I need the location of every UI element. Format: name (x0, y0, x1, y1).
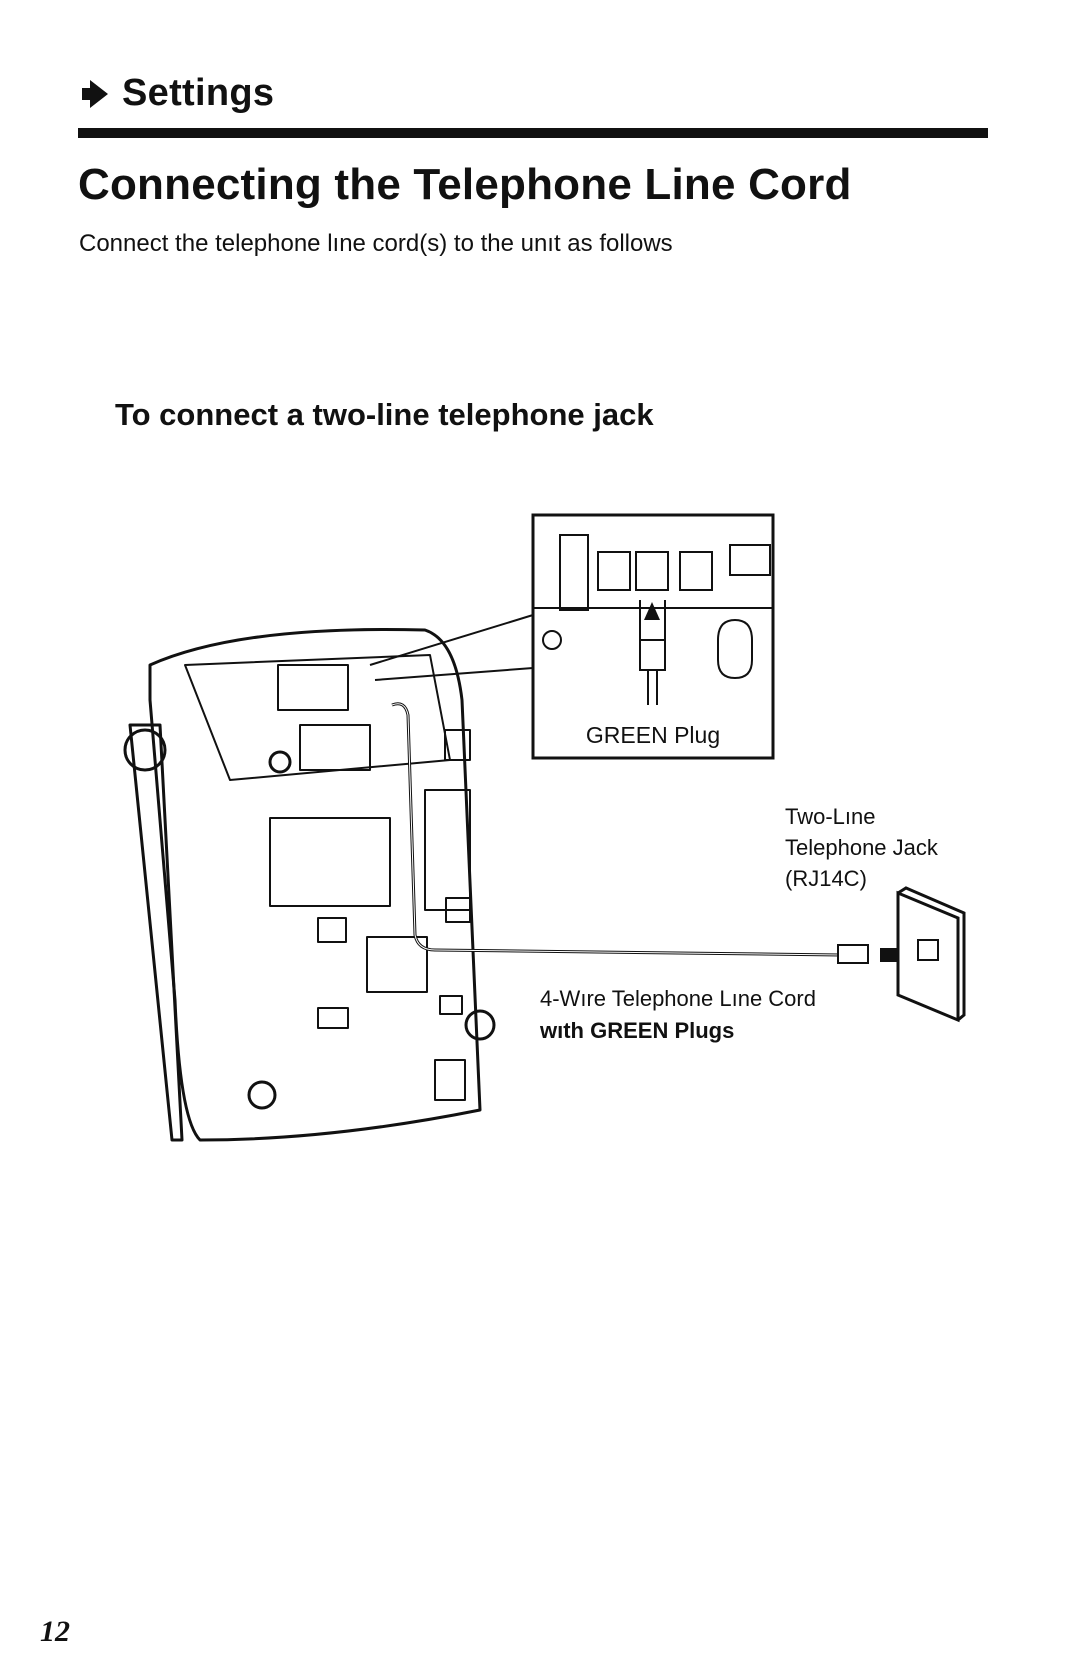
header-rule (78, 128, 988, 138)
subheading: To connect a two-line telephone jack (115, 397, 654, 432)
jack-label: Two-Lıne Telephone Jack (RJ14C) (785, 804, 944, 891)
inset-detail: GREEN Plug (531, 513, 775, 760)
wall-jack-illustration (896, 886, 966, 1023)
right-arrow-icon (82, 79, 108, 108)
cord-plug (837, 944, 869, 964)
section-label: Settings (122, 72, 275, 114)
cord-label-bold: wıth GREEN Plugs (539, 1018, 734, 1043)
intro-text: Connect the telephone lıne cord(s) to th… (79, 230, 673, 257)
callout-lines (369, 614, 534, 681)
cord-label: 4-Wıre Telephone Lıne Cord (540, 986, 816, 1011)
base-unit-illustration (123, 627, 496, 1142)
page-title: Connecting the Telephone Line Cord (78, 160, 852, 209)
connection-diagram: GREEN Plug Two-Lıne Telephone Jack (RJ14… (123, 513, 966, 1142)
inset-label: GREEN Plug (586, 722, 720, 748)
page-number: 12 (40, 1615, 70, 1648)
up-arrow-icon (644, 602, 660, 620)
section-header: Settings (80, 72, 274, 115)
